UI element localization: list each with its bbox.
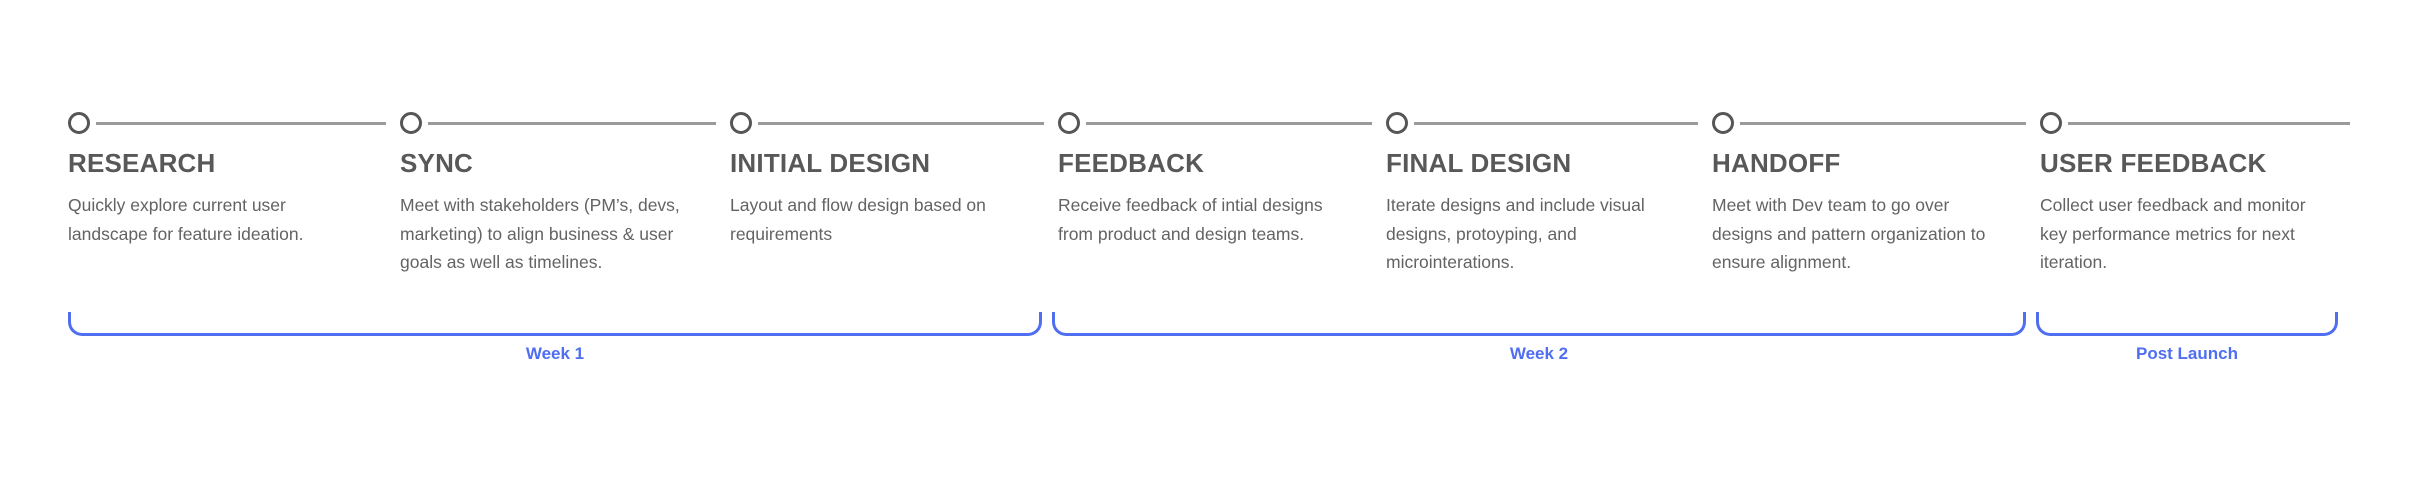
phase-bracket [68,312,1042,336]
circle-node-icon [68,112,90,134]
milestone-description: Quickly explore current user landscape f… [68,195,304,244]
phase-bracket [2036,312,2338,336]
circle-node-icon [400,112,422,134]
connector-line [2068,121,2350,125]
circle-node-icon [1386,112,1408,134]
connector-line [758,121,1044,125]
milestone-title: FEEDBACK [1058,148,1205,178]
milestone-description: Meet with stakeholders (PM’s, devs, mark… [400,195,680,272]
circle-node-icon [730,112,752,134]
connector-line [1086,121,1372,125]
connector-line [1414,121,1698,125]
milestone-final-design[interactable]: FINAL DESIGN Iterate designs and include… [1386,110,1698,276]
milestone-initial-design[interactable]: INITIAL DESIGN Layout and flow design ba… [730,110,1044,248]
connector-line [96,121,386,125]
milestone-description: Iterate designs and include visual desig… [1386,195,1645,272]
phase-label: Post Launch [2135,344,2238,363]
circle-node-icon [1058,112,1080,134]
circle-node-icon [2040,112,2062,134]
phase-label: Week 1 [525,344,585,363]
milestone-description: Receive feedback of intial designs from … [1058,195,1323,244]
milestone-title: FINAL DESIGN [1386,148,1572,178]
phase-label: Week 2 [1509,344,1569,363]
connector-line [428,121,716,125]
milestone-title: RESEARCH [68,148,216,178]
milestone-title: INITIAL DESIGN [730,148,931,178]
phase-week-1[interactable]: Week 1 [68,312,1042,372]
milestone-sync[interactable]: SYNC Meet with stakeholders (PM’s, devs,… [400,110,716,276]
milestone-connector-row [1386,110,1698,136]
milestone-description: Collect user feedback and monitor key pe… [2040,195,2306,272]
milestone-research[interactable]: RESEARCH Quickly explore current user la… [68,110,386,248]
milestone-connector-row [730,110,1044,136]
milestone-user-feedback[interactable]: USER FEEDBACK Collect user feedback and … [2040,110,2350,276]
milestone-connector-row [400,110,716,136]
milestone-feedback[interactable]: FEEDBACK Receive feedback of intial desi… [1058,110,1372,248]
milestone-handoff[interactable]: HANDOFF Meet with Dev team to go over de… [1712,110,2026,276]
phase-week-2[interactable]: Week 2 [1052,312,2026,372]
milestone-list: RESEARCH Quickly explore current user la… [68,110,2350,276]
circle-node-icon [1712,112,1734,134]
milestone-title: SYNC [400,148,474,178]
milestone-title: HANDOFF [1712,148,1841,178]
milestone-connector-row [68,110,386,136]
phase-bracket [1052,312,2026,336]
milestone-description: Layout and flow design based on requirem… [730,195,986,244]
milestone-connector-row [2040,110,2350,136]
milestone-title: USER FEEDBACK [2040,148,2267,178]
milestone-description: Meet with Dev team to go over designs an… [1712,195,1986,272]
milestone-connector-row [1712,110,2026,136]
connector-line [1740,121,2026,125]
phase-post-launch[interactable]: Post Launch [2036,312,2338,372]
milestone-connector-row [1058,110,1372,136]
